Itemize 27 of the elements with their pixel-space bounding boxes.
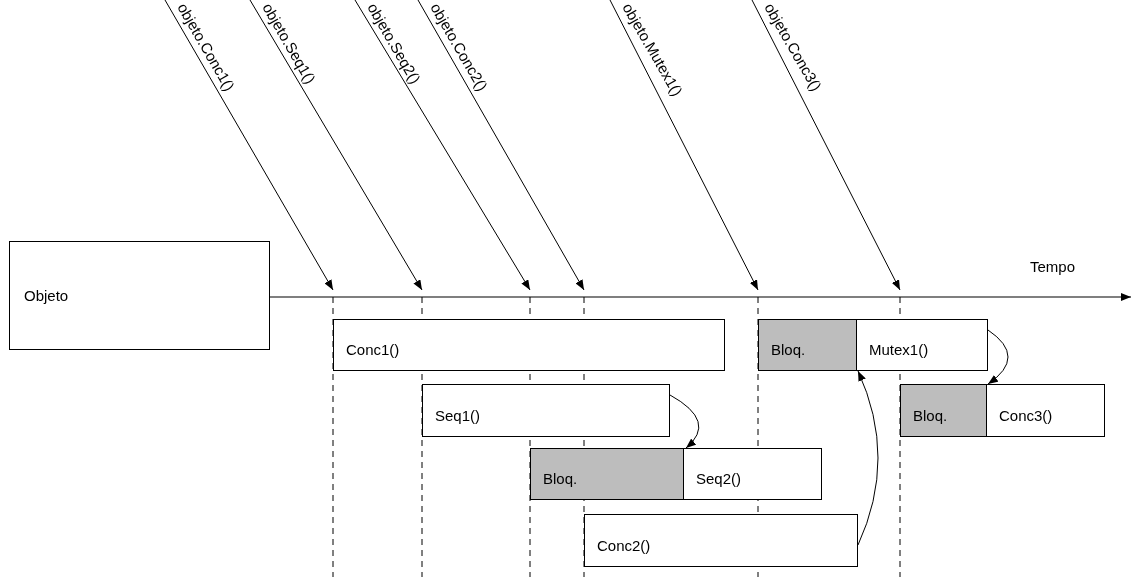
- arrow: [609, 0, 759, 291]
- axis-label: Tempo: [1030, 258, 1076, 275]
- arrow: [417, 0, 585, 291]
- task-bar: [584, 514, 858, 567]
- arrow: [354, 0, 531, 291]
- object-box: [9, 241, 270, 350]
- task-name: Seq2(): [695, 469, 742, 489]
- task-bar: [530, 448, 822, 500]
- task-bar: [900, 384, 1105, 437]
- task-name: Mutex1(): [868, 340, 929, 360]
- arrow: [987, 329, 1009, 385]
- arrow: [669, 394, 700, 449]
- object-name: Objeto: [23, 287, 69, 304]
- task-bar: [758, 319, 988, 371]
- task-name: Conc3(): [998, 406, 1053, 426]
- blocked-segment: Bloq.: [759, 320, 857, 370]
- arrow: [751, 0, 901, 291]
- task-bar: [422, 384, 670, 437]
- blocked-segment: Bloq.: [531, 449, 684, 499]
- task-bar: [333, 319, 725, 371]
- task-name: Conc2(): [596, 536, 651, 556]
- arrow: [164, 0, 334, 291]
- task-name: Conc1(): [345, 340, 400, 360]
- arrow: [857, 370, 879, 546]
- arrow: [249, 0, 423, 291]
- blocked-segment: Bloq.: [901, 385, 987, 436]
- task-name: Seq1(): [434, 406, 481, 426]
